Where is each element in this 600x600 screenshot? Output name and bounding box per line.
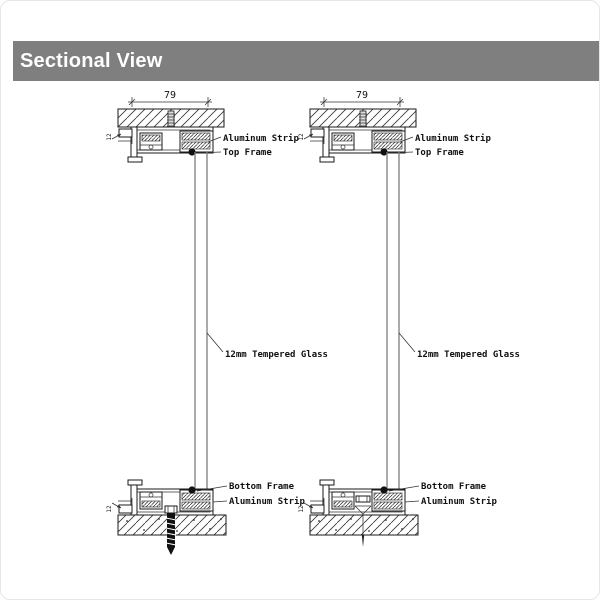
labels-right: 79 12 12 Aluminum Strip Top Frame 12mm T… (298, 90, 520, 513)
aluminum-strip-bottom-label: Aluminum Strip (229, 496, 305, 507)
dim-side-top-label: 12 (298, 133, 305, 141)
tempered-glass-label: 12mm Tempered Glass (417, 350, 520, 360)
top-frame-label: Top Frame (223, 148, 272, 158)
dim-side-bottom-label: 12 (298, 505, 305, 513)
partition-geometry-right (303, 96, 420, 536)
section-header-bar: Sectional View (13, 41, 599, 81)
aluminum-strip-bottom-label: Aluminum Strip (421, 496, 497, 507)
dim-side-top-label: 12 (106, 133, 113, 141)
bottom-frame-label: Bottom Frame (421, 482, 487, 492)
partition-geometry-left (111, 96, 228, 536)
aluminum-strip-top-label: Aluminum Strip (415, 133, 491, 144)
partition-section-right: 79 12 12 Aluminum Strip Top Frame 12mm T… (298, 90, 520, 547)
dim-width-label: 79 (164, 90, 176, 101)
floor-countersunk-screw-right (354, 495, 372, 547)
bottom-frame-label: Bottom Frame (229, 482, 295, 492)
aluminum-strip-top-label: Aluminum Strip (223, 133, 299, 144)
floor-anchor-bolt-left (164, 505, 178, 555)
section-title: Sectional View (20, 49, 163, 72)
partition-section-left: 79 12 12 Aluminum Strip Top Frame 12mm T… (106, 90, 328, 555)
labels-left: 79 12 12 Aluminum Strip Top Frame 12mm T… (106, 90, 328, 513)
tempered-glass-label: 12mm Tempered Glass (225, 350, 328, 360)
dim-side-bottom-label: 12 (106, 505, 113, 513)
top-frame-label: Top Frame (415, 148, 464, 158)
dim-width-label: 79 (356, 90, 368, 101)
